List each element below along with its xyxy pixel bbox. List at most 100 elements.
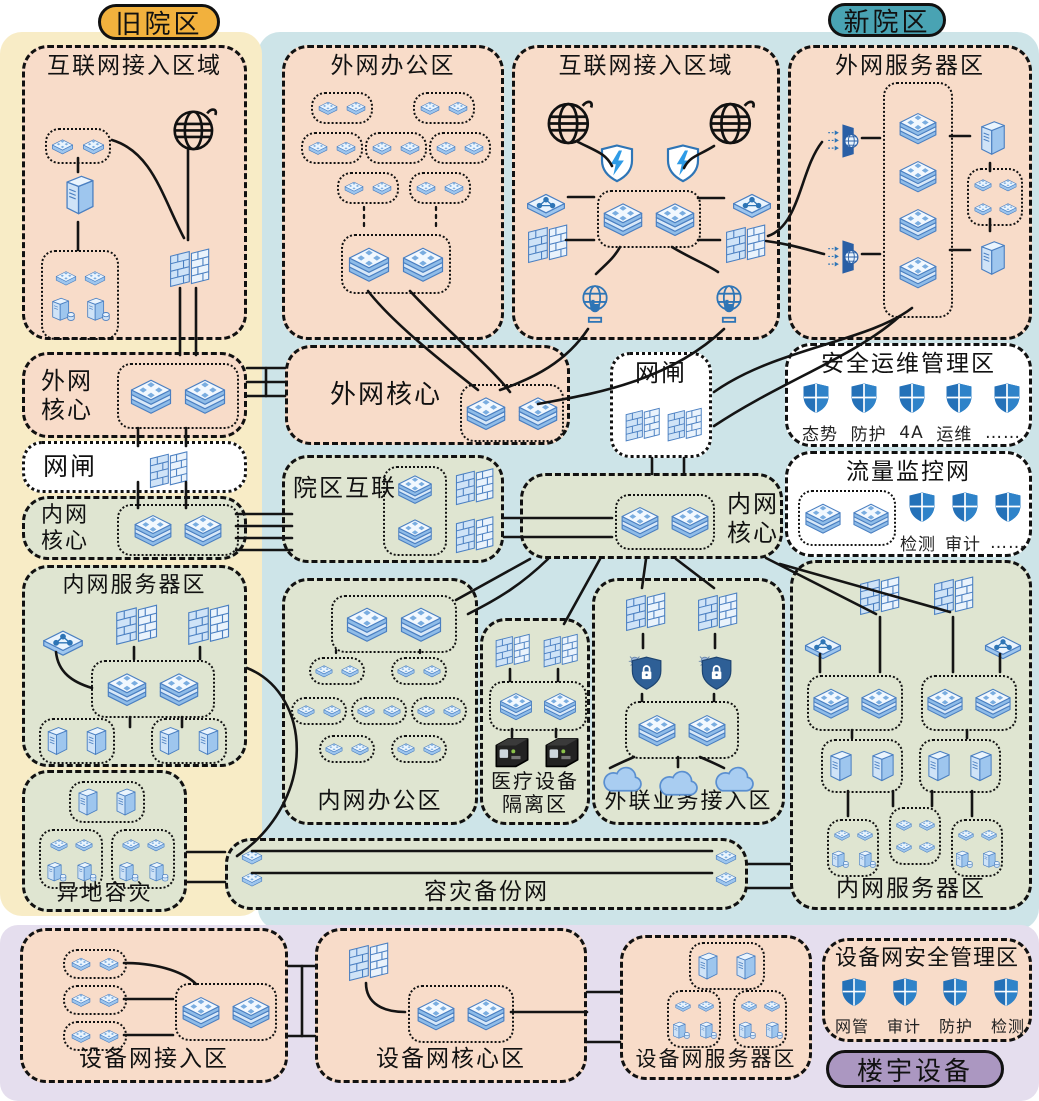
server-cluster-group — [667, 990, 721, 1048]
access-switch-pair — [63, 1021, 127, 1051]
zone-new-intranet-office: 内网办公区 — [282, 578, 478, 825]
small-switch-icon — [396, 739, 416, 759]
antivirus-shield-icon — [627, 649, 665, 695]
icon-row — [895, 816, 936, 834]
firewall-icon — [147, 447, 191, 491]
zone-dr-backup: 容灾备份网 — [225, 838, 748, 910]
storage-server-icon — [829, 848, 851, 870]
medical-device-icon — [491, 735, 533, 769]
zone-title: 医疗设备 隔离区 — [491, 769, 579, 816]
dmz-cluster-group — [41, 250, 119, 340]
switch-icon — [668, 500, 712, 544]
security-shield-icon — [896, 382, 928, 414]
switch-icon — [541, 687, 579, 725]
function-label: …… — [990, 532, 1026, 553]
switch-icon — [179, 990, 223, 1034]
small-switch-icon — [98, 989, 120, 1011]
zone-device-core: 设备网核心区 — [315, 928, 587, 1083]
security-shield-icon — [890, 977, 920, 1007]
small-switch-icon — [371, 177, 393, 199]
core-switch-group — [117, 363, 239, 429]
access-switch-pair — [309, 657, 365, 685]
storage-server-icon — [670, 1019, 692, 1041]
zone-title: 内网服务器区 — [62, 573, 207, 598]
small-switch-icon — [50, 134, 75, 159]
small-switch-icon — [70, 953, 92, 975]
switch-icon — [618, 500, 662, 544]
server-switch-column — [883, 82, 953, 318]
small-switch-icon — [419, 97, 441, 119]
zone-title: 内网 核心 — [41, 503, 90, 555]
server-icon — [823, 744, 859, 788]
zone-new-gatekeeper: 网闸 — [610, 352, 712, 458]
function-label-row: 态势 防护 4A 运维 …… — [802, 420, 1021, 446]
access-switch-pair — [319, 735, 375, 763]
access-switch-group — [625, 701, 739, 759]
zone-title: 院区互联 — [293, 474, 397, 502]
function-label: 4A — [899, 422, 924, 443]
zone-campus-interconnect: 院区互联 — [282, 455, 504, 563]
load-balancer-icon — [727, 180, 777, 222]
icon-row — [957, 826, 998, 844]
server-icon — [963, 744, 999, 788]
security-shield-icon — [992, 491, 1024, 523]
zone-title: 外网服务器区 — [835, 53, 985, 79]
server-group — [821, 739, 903, 793]
switch-icon — [397, 600, 445, 648]
server-icon — [921, 744, 957, 788]
icon-row — [736, 1019, 785, 1041]
icon-row — [116, 859, 171, 884]
function-label: 审计 — [886, 1017, 921, 1036]
zone-new-extranet-office: 外网办公区 — [282, 45, 504, 340]
switch-ring-group — [889, 807, 941, 865]
icon-row — [48, 294, 113, 324]
zone-title: 安全运维管理区 — [821, 351, 996, 377]
small-switch-icon — [81, 134, 106, 159]
storage-server-icon — [83, 294, 113, 324]
access-switch-pair — [311, 92, 373, 124]
zone-traffic-monitor: 流量监控网 检测 审计 …… — [785, 451, 1032, 557]
icon-row — [54, 266, 107, 290]
server-icon — [110, 784, 142, 820]
zone-title: 互联网接入区域 — [47, 53, 222, 79]
icon-row — [953, 848, 1002, 870]
badge-label: 楼宇设备 — [856, 1056, 973, 1087]
function-label: 运维 — [936, 425, 973, 445]
storage-server-icon — [953, 848, 975, 870]
small-switch-icon — [443, 177, 465, 199]
function-label: 防护 — [850, 425, 887, 445]
small-switch-icon — [340, 661, 360, 681]
server-icon — [973, 112, 1013, 164]
server-cluster-group — [951, 819, 1003, 877]
small-switch-icon — [382, 701, 402, 721]
storage-server-icon — [74, 859, 99, 884]
server-icon — [57, 166, 103, 224]
switch-icon — [896, 154, 940, 198]
load-balancer-icon — [799, 623, 847, 663]
zone-title: 外网 核心 — [41, 367, 93, 424]
small-switch-icon — [396, 661, 416, 681]
server-icon — [192, 722, 225, 760]
small-switch-icon — [998, 199, 1018, 219]
access-switch-pair — [63, 949, 127, 979]
badge-label: 旧院区 — [115, 9, 203, 40]
zone-title: 内网 核心 — [727, 490, 779, 547]
firewall-icon — [346, 937, 392, 985]
switch-icon — [850, 497, 892, 539]
access-switch-pair — [413, 92, 475, 124]
small-switch-icon — [895, 816, 913, 834]
ddos-shield-icon — [663, 138, 703, 188]
switch-icon — [896, 106, 940, 150]
firewall-icon — [541, 629, 581, 671]
function-label-row: 网管 审计 防护 检测 — [835, 1013, 1025, 1037]
small-switch-icon — [918, 838, 936, 856]
switch-icon — [127, 372, 175, 420]
dr-cluster-group — [111, 829, 175, 889]
storage-server-icon — [146, 859, 171, 884]
access-switch-pair — [337, 172, 399, 204]
firewall-icon — [453, 464, 497, 508]
switch-icon — [600, 196, 646, 242]
small-switch-icon — [856, 826, 874, 844]
small-switch-icon — [674, 997, 692, 1015]
switch-icon — [896, 250, 940, 294]
